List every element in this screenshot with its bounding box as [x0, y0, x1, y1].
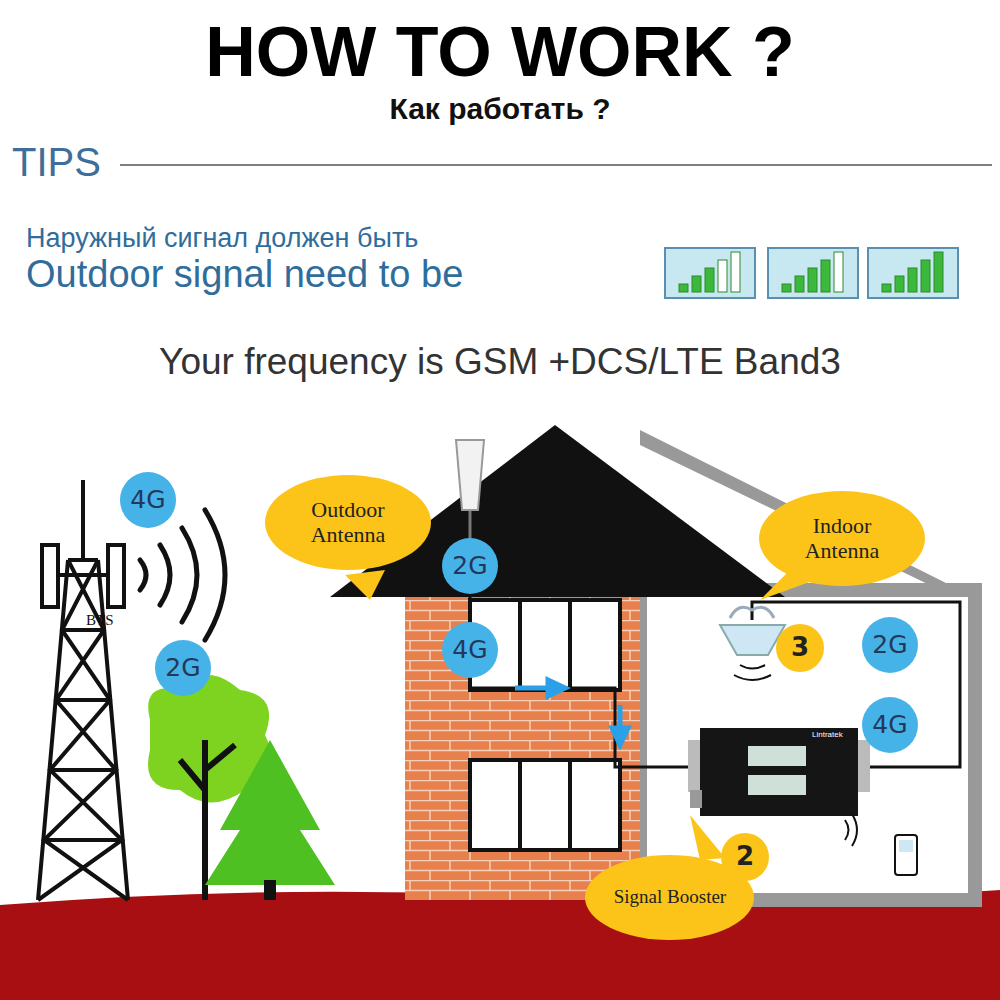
network-badge: 2G — [155, 640, 211, 696]
callout-text: Signal Booster — [614, 886, 726, 908]
signal-bar — [921, 260, 930, 292]
signal-bar — [731, 252, 740, 292]
signal-bar — [834, 252, 843, 292]
badge-text: 2 — [736, 842, 754, 872]
callout-text: Indoor Antenna — [787, 513, 897, 564]
tip-text: Outdoor signal need to be — [26, 254, 463, 296]
signal-bar — [782, 284, 791, 292]
badge-text: 2G — [452, 552, 487, 581]
title: HOW TO WORK ? — [0, 12, 1000, 92]
badge-text: 3 — [791, 633, 809, 663]
subtitle: Как работать ? — [0, 92, 1000, 125]
badge-text: 2G — [165, 654, 200, 683]
callout-bubble: Indoor Antenna — [759, 491, 925, 586]
network-badge: 4G — [862, 697, 918, 753]
tower-label: BTS — [86, 612, 114, 629]
signal-bar — [718, 260, 727, 292]
badge-text: 2G — [872, 631, 907, 660]
signal-bar — [795, 276, 804, 292]
network-badge: 4G — [442, 622, 498, 678]
signal-bar — [808, 268, 817, 292]
badge-text: 4G — [872, 711, 907, 740]
signal-bar — [679, 284, 688, 292]
signal-icon — [768, 248, 858, 298]
callout-number: 3 — [776, 624, 824, 672]
signal-bar — [934, 252, 943, 292]
signal-bar — [821, 260, 830, 292]
tips-heading: TIPS — [12, 140, 101, 184]
tip-text: Наружный сигнал должен быть — [26, 224, 418, 254]
signal-icon — [665, 248, 755, 298]
brand-label: Lintratek — [812, 731, 843, 740]
signal-bar — [705, 268, 714, 292]
callout-text: Outdoor Antenna — [293, 497, 403, 548]
badge-text: 4G — [452, 636, 487, 665]
signal-bar — [692, 276, 701, 292]
signal-bar — [908, 268, 917, 292]
callout-bubble: Outdoor Antenna — [265, 475, 431, 570]
badge-text: 4G — [130, 486, 165, 515]
signal-bar — [895, 276, 904, 292]
signal-bar — [882, 284, 891, 292]
callout-bubble: Signal Booster — [585, 855, 754, 940]
network-badge: 4G — [120, 472, 176, 528]
signal-icon — [868, 248, 958, 298]
network-badge: 2G — [862, 617, 918, 673]
network-badge: 2G — [442, 538, 498, 594]
frequency-note: Your frequency is GSM +DCS/LTE Band3 — [0, 342, 1000, 383]
